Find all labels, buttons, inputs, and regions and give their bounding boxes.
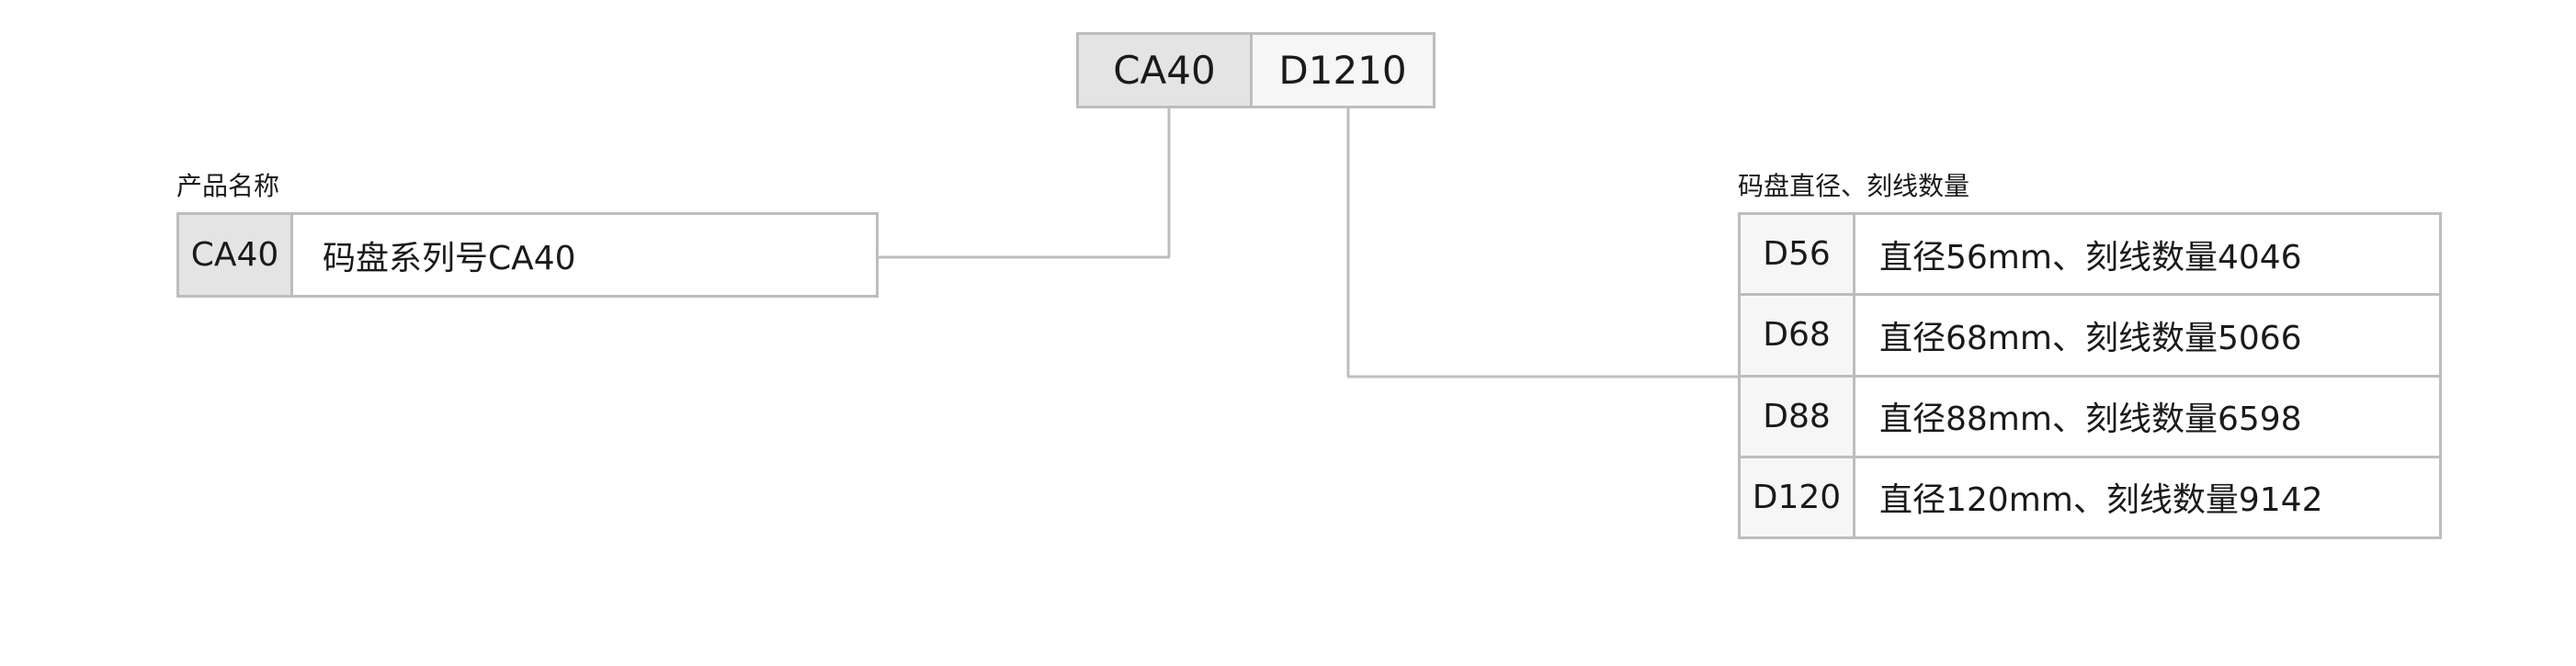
disc-options-table: D56 直径56mm、刻线数量4046 D68 直径68mm、刻线数量5066 … [1738, 212, 2442, 539]
disc-option-description: 直径56mm、刻线数量4046 [1855, 215, 2439, 294]
disc-option-code: D56 [1741, 215, 1855, 294]
model-code-series: CA40 [1079, 35, 1253, 106]
disc-option-description: 直径88mm、刻线数量6598 [1855, 377, 2439, 456]
disc-option-code: D68 [1741, 296, 1855, 375]
disc-option-code: D120 [1741, 457, 1855, 536]
product-name-description: 码盘系列号CA40 [293, 215, 876, 295]
disc-option-row: D56 直径56mm、刻线数量4046 [1741, 215, 2439, 294]
model-code-suffix: D1210 [1253, 35, 1433, 106]
model-code-box: CA40 D1210 [1076, 32, 1436, 108]
disc-option-row: D88 直径88mm、刻线数量6598 [1741, 374, 2439, 456]
disc-option-row: D68 直径68mm、刻线数量5066 [1741, 293, 2439, 375]
disc-option-description: 直径120mm、刻线数量9142 [1855, 457, 2439, 536]
disc-option-row: D120 直径120mm、刻线数量9142 [1741, 455, 2439, 536]
disc-option-description: 直径68mm、刻线数量5066 [1855, 296, 2439, 375]
product-name-option: CA40 码盘系列号CA40 [176, 212, 879, 298]
disc-caption: 码盘直径、刻线数量 [1738, 171, 1970, 201]
product-name-caption: 产品名称 [176, 171, 280, 201]
disc-option-code: D88 [1741, 377, 1855, 456]
product-name-code: CA40 [179, 215, 293, 295]
